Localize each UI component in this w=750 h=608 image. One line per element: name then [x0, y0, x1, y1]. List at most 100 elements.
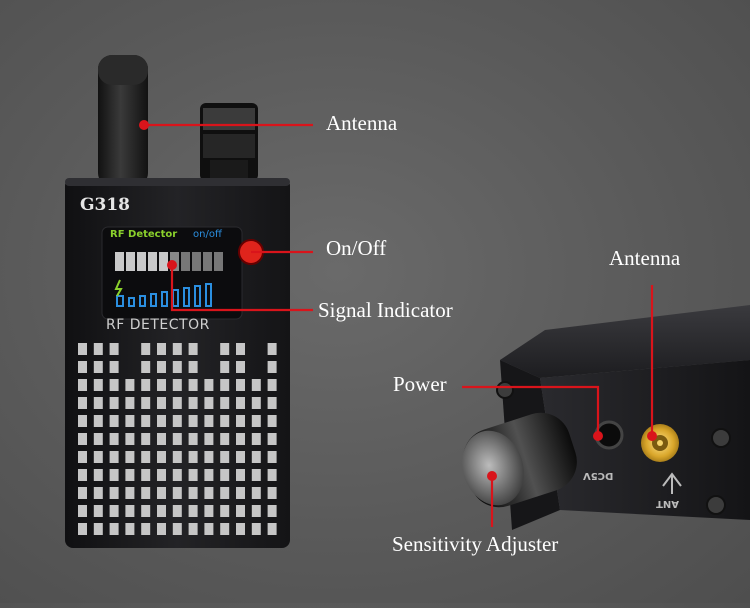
vent-slot [157, 487, 166, 499]
vent-slot [236, 379, 245, 391]
vent-slot [125, 505, 135, 517]
vent-slot [125, 487, 135, 499]
vent-slot [220, 397, 230, 409]
vent-slot [93, 379, 103, 391]
vent-slot [188, 505, 198, 517]
vent-slot [93, 505, 103, 517]
vent-slot [267, 505, 277, 517]
vent-slot [109, 523, 119, 535]
vent-slot [78, 433, 87, 445]
vent-slot [188, 433, 198, 445]
vent-slot [172, 397, 182, 409]
vent-slot [109, 487, 119, 499]
vent-slot [220, 379, 230, 391]
vent-slot [236, 523, 245, 535]
callout-dots [139, 120, 657, 481]
screen-power-text: on/off [193, 229, 222, 240]
vent-slot [78, 469, 87, 481]
vent-slot [172, 415, 182, 427]
callout-antenna-right: Antenna [609, 246, 681, 270]
vent-slot [172, 505, 182, 517]
vent-slot [236, 397, 245, 409]
vent-slot [125, 397, 135, 409]
callout-lines [144, 123, 654, 527]
vent-slot [157, 451, 166, 463]
callout-power: Power [393, 372, 447, 396]
vent-slot [93, 397, 103, 409]
vent-slot [141, 523, 151, 535]
vent-slot [251, 451, 261, 463]
level-bars [116, 283, 212, 307]
vent-slot [157, 361, 166, 373]
vent-slot [267, 523, 277, 535]
vent-slot [141, 415, 151, 427]
vent-slot [220, 451, 230, 463]
vent-slot [157, 343, 166, 355]
vent-slot [78, 361, 87, 373]
vent-slot [236, 343, 245, 355]
vent-slot [267, 397, 277, 409]
vent-slot [220, 415, 230, 427]
lightning-icon [114, 279, 123, 297]
vent-slot [109, 379, 119, 391]
vent-slot [236, 451, 245, 463]
vent-slot [236, 487, 245, 499]
vent-slot [251, 469, 261, 481]
vent-slot [141, 487, 151, 499]
vent-slot [172, 487, 182, 499]
vent-slot [109, 397, 119, 409]
model-label: G318 [80, 195, 131, 215]
vent-slot [204, 523, 214, 535]
vent-slot [157, 379, 166, 391]
vent-slot [141, 379, 151, 391]
vent-slot [220, 487, 230, 499]
vent-slot [204, 397, 214, 409]
vent-slot [157, 397, 166, 409]
vent-slot [157, 415, 166, 427]
vent-slot [220, 433, 230, 445]
vent-slot [251, 379, 261, 391]
vent-slot [172, 379, 182, 391]
vent-slot [109, 343, 119, 355]
vent-slot [251, 433, 261, 445]
vent-slot [125, 451, 135, 463]
vent-slot [157, 505, 166, 517]
vent-slot [267, 487, 277, 499]
vent-slot [93, 523, 103, 535]
vent-slot [125, 469, 135, 481]
vent-slot [109, 451, 119, 463]
vent-slot [93, 451, 103, 463]
panel-label: RF DETECTOR [106, 317, 210, 333]
antenna [98, 55, 148, 187]
vent-slot [141, 343, 151, 355]
vent-slot [251, 397, 261, 409]
vent-slot [93, 343, 103, 355]
vent-slot [172, 469, 182, 481]
vent-slot [204, 487, 214, 499]
vent-slot [251, 505, 261, 517]
vent-slot [109, 433, 119, 445]
vent-slot [220, 469, 230, 481]
vent-slot [125, 379, 135, 391]
screen-title: RF Detector [110, 229, 178, 240]
vent-slot [109, 361, 119, 373]
vent-slot [220, 505, 230, 517]
vent-slot [141, 397, 151, 409]
vent-slot [236, 361, 245, 373]
vent-slot [78, 379, 87, 391]
vent-slot [267, 451, 277, 463]
vent-slot [188, 487, 198, 499]
vent-slot [78, 415, 87, 427]
vent-slot [109, 469, 119, 481]
callout-antenna-top: Antenna [326, 111, 398, 135]
vent-slot [204, 505, 214, 517]
vent-slot [220, 343, 230, 355]
vent-slot [251, 523, 261, 535]
vent-slot [236, 469, 245, 481]
vent-slot [204, 451, 214, 463]
vent-slot [251, 415, 261, 427]
vent-slot [204, 415, 214, 427]
vent-slot [172, 433, 182, 445]
